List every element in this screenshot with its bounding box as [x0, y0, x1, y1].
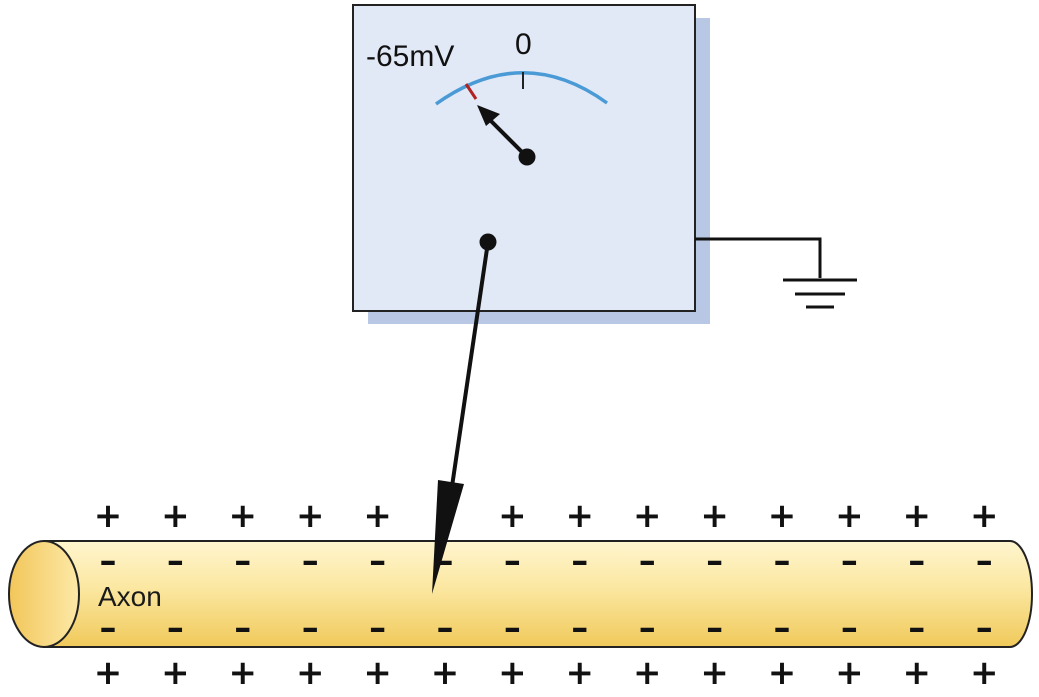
outer-top-plus-4: + [296, 496, 325, 536]
inner-bottom-minus-1: – [100, 608, 117, 648]
needle-arrowhead [477, 105, 500, 126]
reading-mark [464, 83, 478, 100]
inner-top-minus-1: – [100, 541, 117, 581]
recording-electrode [432, 241, 490, 594]
inner-bottom-minus-10: – [706, 608, 723, 648]
reading-label: -65mV [366, 40, 454, 73]
outer-bottom-plus-9: + [633, 653, 662, 692]
inner-bottom-minus-11: – [774, 608, 791, 648]
zero-label: 0 [515, 28, 532, 61]
outer-bottom-plus-3: + [229, 653, 258, 692]
outer-bottom-plus-8: + [566, 653, 595, 692]
inner-top-minus-7: – [504, 541, 521, 581]
outer-top-plus-1: + [94, 496, 123, 536]
electrode-wire [448, 241, 490, 501]
inner-top-minus-8: – [571, 541, 588, 581]
outer-bottom-plus-6: + [431, 653, 460, 692]
outer-top-plus-14: + [970, 496, 999, 536]
inner-top-minus-2: – [167, 541, 184, 581]
outer-top-plus-9: + [633, 496, 662, 536]
outer-top-plus-7: + [498, 496, 527, 536]
outer-bottom-plus-1: + [94, 653, 123, 692]
outer-bottom-plus-5: + [363, 653, 392, 692]
meter-needle [486, 116, 529, 159]
outer-top-plus-5: + [363, 496, 392, 536]
inner-top-minus-11: – [774, 541, 791, 581]
outer-top-plus-2: + [161, 496, 190, 536]
inner-bottom-minus-13: – [908, 608, 925, 648]
outer-top-plus-10: + [700, 496, 729, 536]
inner-bottom-minus-8: – [571, 608, 588, 648]
inner-top-minus-10: – [706, 541, 723, 581]
voltmeter: -65mV 0 [352, 4, 710, 324]
outer-top-plus-11: + [768, 496, 797, 536]
inner-bottom-minus-5: – [369, 608, 386, 648]
outer-bottom-plus-2: + [161, 653, 190, 692]
inner-top-minus-5: – [369, 541, 386, 581]
outer-bottom-plus-7: + [498, 653, 527, 692]
inner-top-minus-3: – [234, 541, 251, 581]
outer-bottom-plus-13: + [903, 653, 932, 692]
inner-bottom-minus-3: – [234, 608, 251, 648]
axon-body [43, 540, 1033, 648]
inner-bottom-minus-2: – [167, 608, 184, 648]
inner-bottom-minus-6: – [437, 608, 454, 648]
inner-top-minus-4: – [302, 541, 319, 581]
axon-label: Axon [98, 581, 162, 612]
outer-bottom-plus-11: + [768, 653, 797, 692]
membrane-charges: + + + + + + + + + + + + + – – – – – – – – – – – – – – – – – – – – – – – – – – –… [94, 496, 999, 693]
outer-bottom-plus-14: + [970, 653, 999, 692]
inner-top-minus-14: – [976, 541, 993, 581]
inner-top-minus-9: – [639, 541, 656, 581]
electrode-tip [432, 480, 464, 594]
needle-pivot [518, 148, 536, 166]
outer-top-plus-3: + [229, 496, 258, 536]
inner-bottom-minus-9: – [639, 608, 656, 648]
ground-wire [695, 237, 822, 278]
outer-bottom-plus-4: + [296, 653, 325, 692]
inner-bottom-minus-7: – [504, 608, 521, 648]
outer-bottom-plus-10: + [700, 653, 729, 692]
outer-top-plus-12: + [835, 496, 864, 536]
outer-bottom-plus-12: + [835, 653, 864, 692]
ground-connection [695, 237, 857, 309]
outer-top-plus-8: + [566, 496, 595, 536]
inner-top-minus-12: – [841, 541, 858, 581]
inner-top-minus-13: – [908, 541, 925, 581]
inner-bottom-minus-14: – [976, 608, 993, 648]
axon-end-cap [8, 540, 80, 648]
axon: Axon [8, 540, 1033, 648]
inner-bottom-minus-12: – [841, 608, 858, 648]
outer-top-plus-13: + [903, 496, 932, 536]
inner-bottom-minus-4: – [302, 608, 319, 648]
